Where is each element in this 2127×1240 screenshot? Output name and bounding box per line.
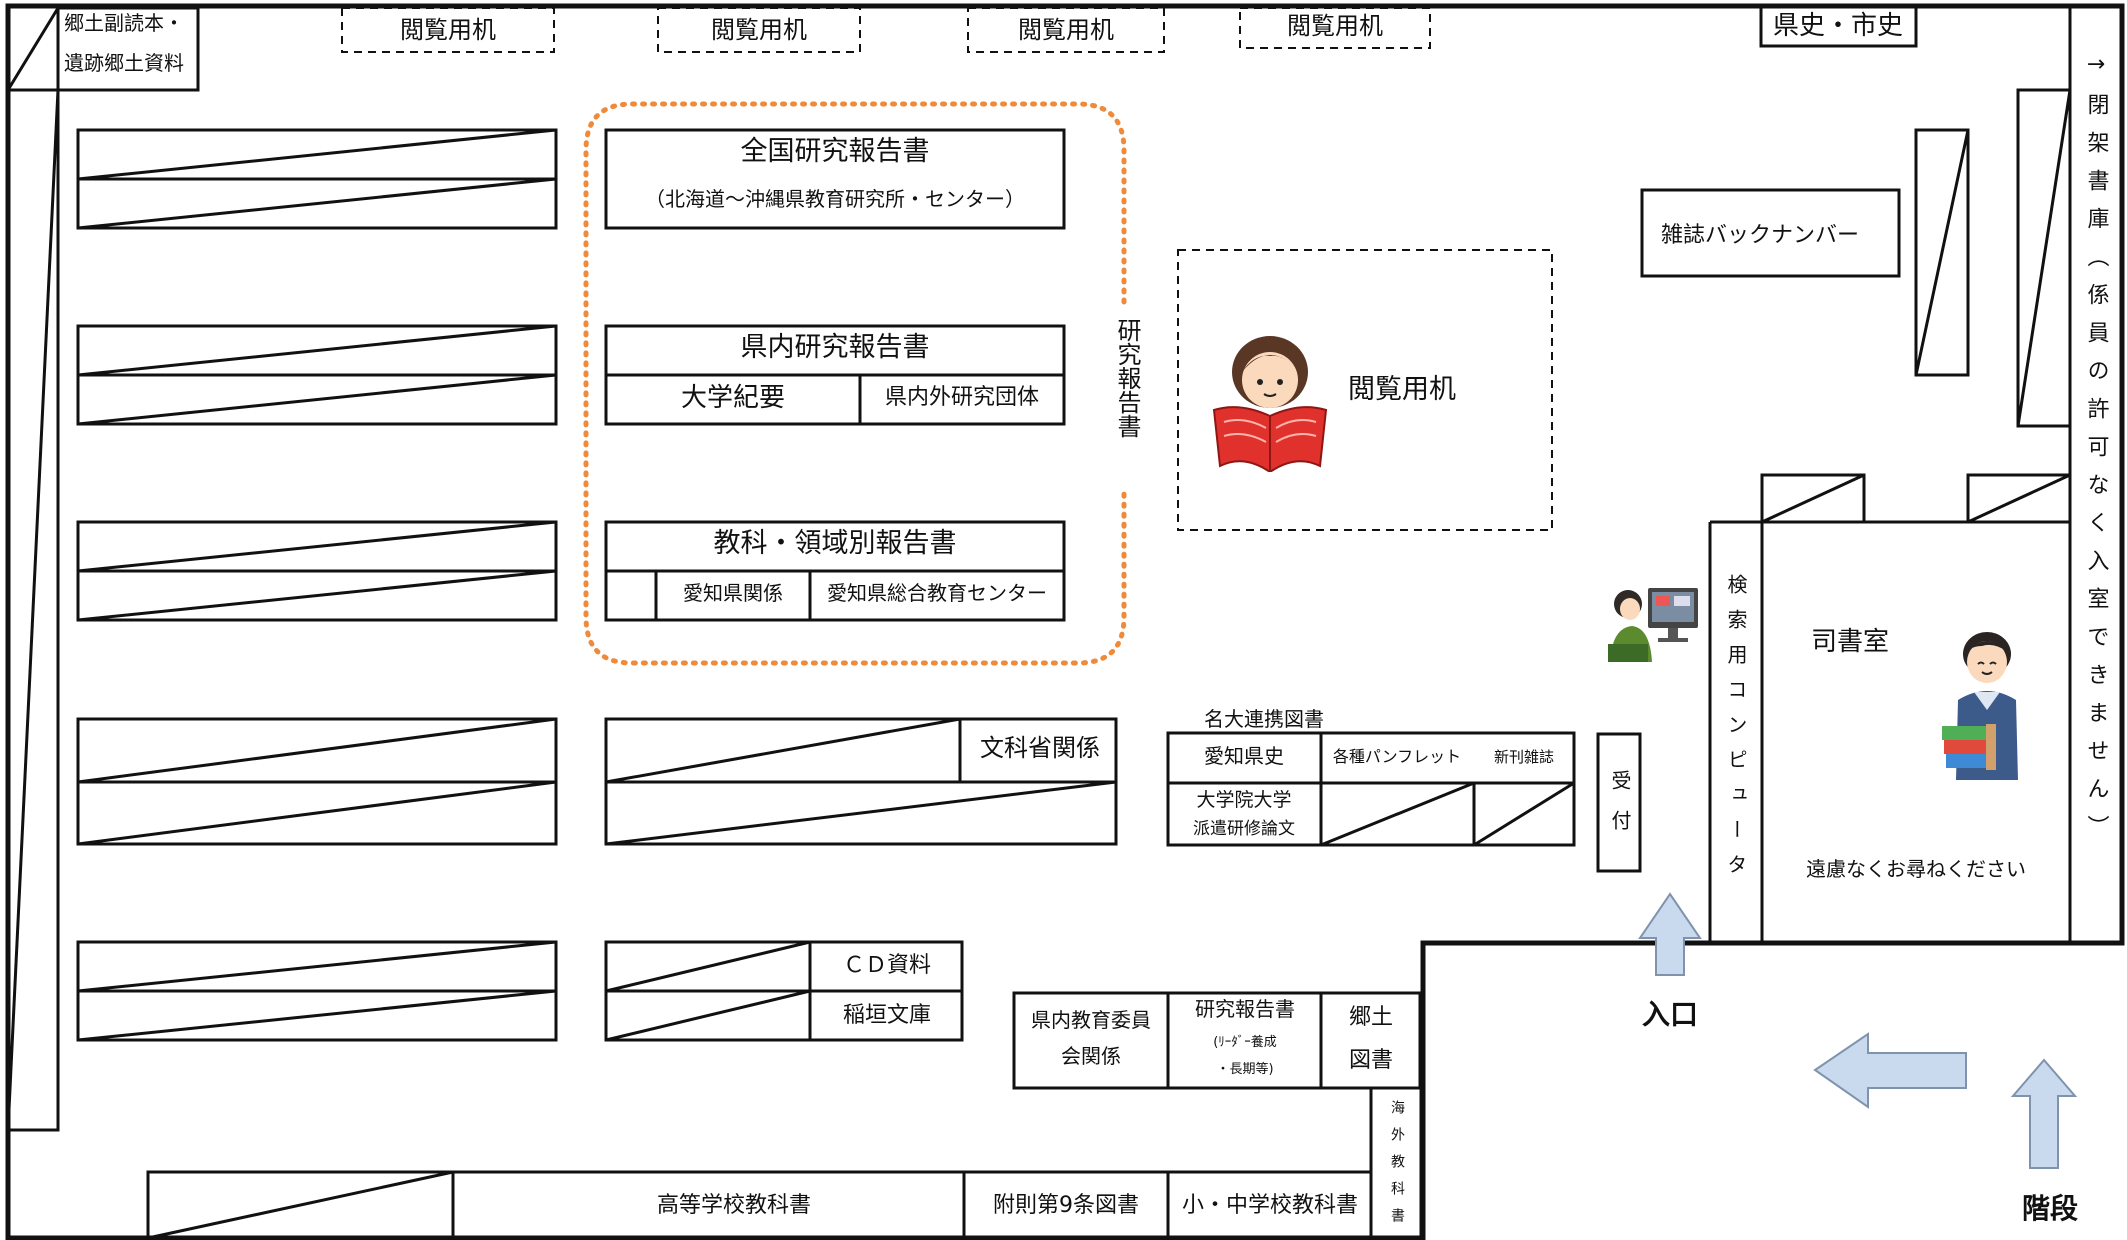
reception-vertical: 受付	[1608, 770, 1632, 850]
local-reader-line1: 郷土副読本・	[64, 11, 184, 35]
pref-city-history-label: 県史・市史	[1773, 11, 1903, 41]
search-computer-vertical: 検索用コンピュータ	[1724, 574, 1748, 889]
ask-freely-label: 遠慮なくお尋ねください	[1806, 857, 2026, 881]
national-reports-label: 全国研究報告書	[741, 136, 930, 167]
local-reader-box	[56, 6, 200, 92]
search-computer-column	[1708, 520, 1762, 943]
aichi-related-label: 愛知県関係	[683, 581, 783, 605]
reading-desk-large	[1177, 249, 1553, 531]
research-leader-sub1: (ﾘｰﾀﾞｰ養成	[1213, 1034, 1277, 1050]
inagaki-label: 稲垣文庫	[843, 1003, 931, 1028]
left-wall-shelf	[6, 88, 60, 1132]
left-shelves	[76, 128, 558, 1042]
research-leader-sub2: ・長期等)	[1216, 1061, 1273, 1077]
research-groups-label: 県内外研究団体	[885, 385, 1039, 410]
local-books-line1: 郷土	[1349, 1005, 1393, 1030]
stairs-label: 階段	[2022, 1192, 2078, 1225]
magazine-shelf	[1640, 188, 1901, 278]
board-edu-line2: 会関係	[1061, 1044, 1121, 1068]
closed-stacks-vertical: →閉架書庫（係員の許可なく入室できません）	[2084, 52, 2110, 853]
university-bulletin-label: 大学紀要	[681, 383, 785, 413]
pamphlets-label: 各種パンフレット	[1333, 747, 1461, 766]
librarian-room-label: 司書室	[1811, 627, 1889, 657]
reading-desk-label-2: 閲覧用机	[711, 16, 807, 44]
research-zone-outline	[583, 101, 1127, 666]
reading-desks	[341, 7, 1553, 531]
aichi-center-label: 愛知県総合教育センター	[827, 581, 1047, 605]
pref-city-history-box	[1759, 4, 1918, 48]
computer-user-icon	[1608, 588, 1698, 662]
entrance-label: 入口	[1642, 998, 1698, 1031]
cd-label: ＣＤ資料	[843, 953, 931, 978]
subject-reports-label: 教科・領域別報告書	[714, 528, 957, 559]
board-edu-shelf	[1012, 991, 1422, 1090]
research-leader-label: 研究報告書	[1195, 997, 1295, 1021]
meidai-shelf	[1166, 731, 1576, 847]
magazine-back-label: 雑誌バックナンバー	[1661, 223, 1859, 248]
reading-desk-label-4: 閲覧用机	[1287, 12, 1383, 40]
national-reports-shelf	[604, 128, 1066, 230]
left-arrow-shape	[1813, 1032, 1967, 1109]
high-school-label: 高等学校教科書	[657, 1193, 811, 1218]
national-reports-sub: （北海道〜沖縄県教育研究所・センター）	[645, 187, 1025, 211]
reading-desk-label-1: 閲覧用机	[400, 16, 496, 44]
pref-reports-label: 県内研究報告書	[741, 332, 930, 363]
mext-label: 文科省関係	[980, 734, 1100, 762]
aichi-history-label: 愛知県史	[1204, 744, 1284, 768]
graduate-line1: 大学院大学	[1196, 789, 1291, 811]
local-books-line2: 図書	[1349, 1048, 1393, 1073]
entrance-arrow-shape	[1638, 892, 1702, 976]
research-reports-vertical: 研究報告書	[1113, 318, 1141, 438]
meidai-label: 名大連携図書	[1204, 707, 1324, 731]
librarian-icon	[1942, 632, 2018, 780]
overseas-vertical: 海外教科書	[1389, 1100, 1405, 1235]
local-reader-line2: 遺跡郷土資料	[64, 51, 184, 75]
stairs-arrow-shape	[2010, 1058, 2078, 1169]
reception-desk	[1596, 732, 1642, 873]
graduate-line2: 派遣研修論文	[1193, 819, 1295, 839]
reading-desk-label-3: 閲覧用机	[1018, 16, 1114, 44]
reading-desk-large-label: 閲覧用机	[1348, 374, 1456, 405]
textbook-shelf	[146, 1170, 1373, 1240]
new-magazines-label: 新刊雑誌	[1494, 748, 1554, 766]
board-edu-line1: 県内教育委員	[1031, 1008, 1151, 1032]
elem-middle-label: 小・中学校教科書	[1182, 1193, 1358, 1218]
article9-label: 附則第9条図書	[993, 1193, 1139, 1218]
girl-reading-icon	[1212, 336, 1328, 472]
